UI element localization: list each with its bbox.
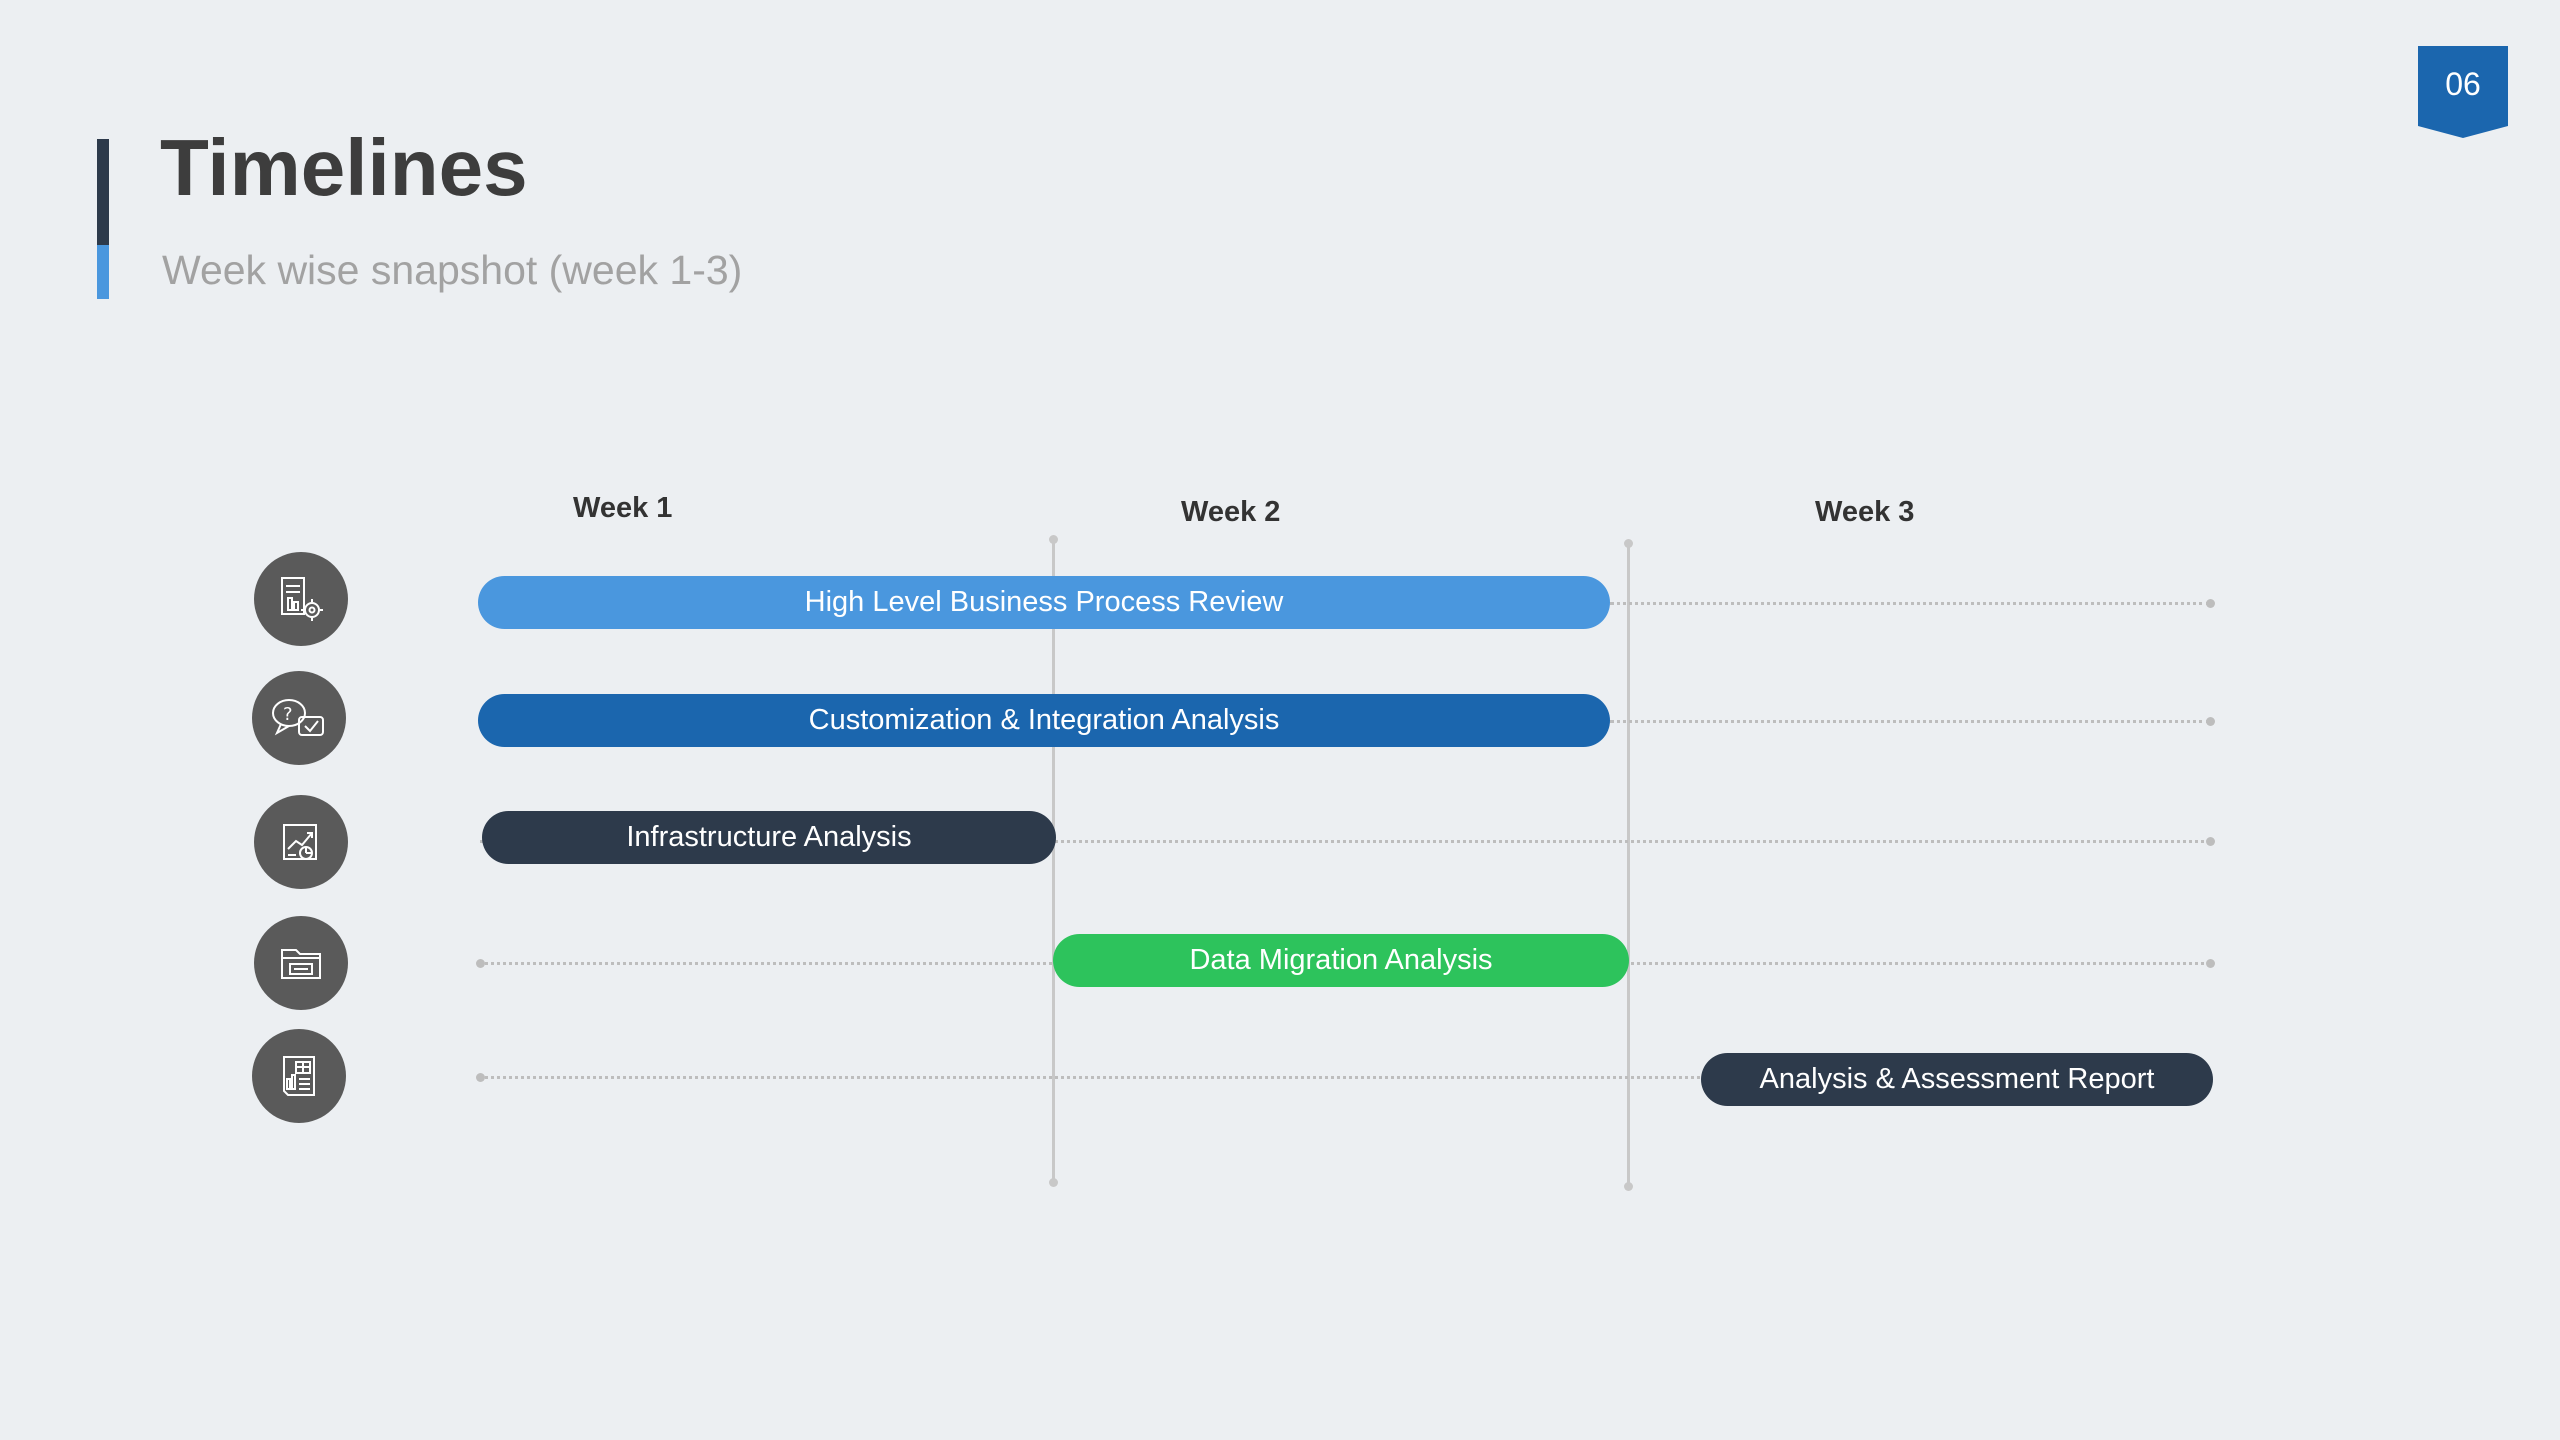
page-number: 06 [2445,66,2481,102]
week-divider-2-bottom-dot [1624,1182,1633,1191]
task-bar-customization-integration: Customization & Integration Analysis [478,694,1610,747]
page-number-badge: 06 [2418,46,2508,138]
row-3-end-dot [2206,837,2215,846]
week-divider-1-bottom-dot [1049,1178,1058,1187]
week-label-1: Week 1 [573,492,673,524]
page-subtitle: Week wise snapshot (week 1-3) [162,247,743,293]
title-accent-bar-light [97,245,109,299]
row-3-track [480,840,2210,843]
row-4-end-dot [2206,959,2215,968]
process-document-gear-icon [254,552,348,646]
row-1-track [1610,602,2210,605]
task-bar-analysis-assessment-report: Analysis & Assessment Report [1701,1053,2213,1106]
week-divider-1 [1052,538,1055,1182]
row-1-end-dot [2206,599,2215,608]
svg-text:?: ? [283,704,293,725]
task-bar-business-process-review: High Level Business Process Review [478,576,1610,629]
data-folder-icon [254,916,348,1010]
week-divider-2 [1627,542,1630,1186]
task-bar-data-migration-analysis: Data Migration Analysis [1053,934,1629,987]
row-4-start-dot [476,959,485,968]
report-document-icon [252,1029,346,1123]
week-label-3: Week 3 [1815,496,1915,528]
task-bar-infrastructure-analysis: Infrastructure Analysis [482,811,1056,864]
week-label-2: Week 2 [1181,496,1281,528]
chart-analysis-icon [254,795,348,889]
row-5-track [480,1076,1706,1079]
bookmark-shape [2418,46,2508,138]
week-divider-1-top-dot [1049,535,1058,544]
row-2-track [1610,720,2210,723]
page-title: Timelines [160,123,528,212]
row-5-start-dot [476,1073,485,1082]
question-chat-check-icon: ? [252,671,346,765]
row-2-end-dot [2206,717,2215,726]
week-divider-2-top-dot [1624,539,1633,548]
title-accent-bar-dark [97,139,109,245]
